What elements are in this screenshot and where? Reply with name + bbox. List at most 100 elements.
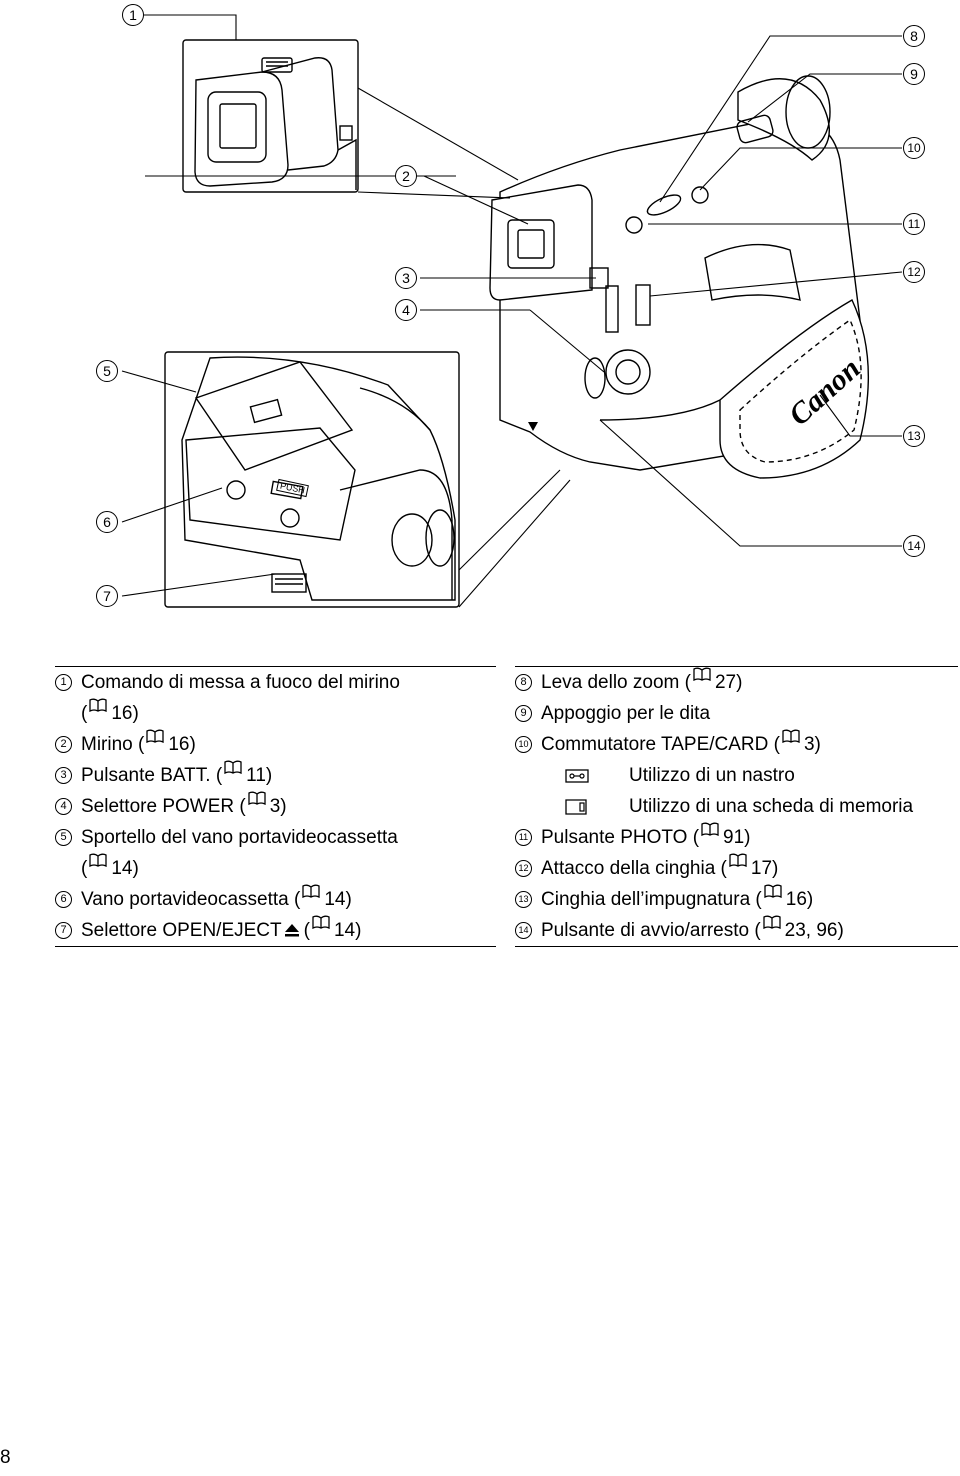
callout-13: 13: [903, 425, 925, 447]
legend-item-12: 12 Attacco della cinghia ( 17): [515, 853, 958, 884]
callout-8: 8: [903, 25, 925, 47]
legend-left: 1 Comando di messa a fuoco del mirino ( …: [55, 666, 496, 947]
legend-text: (: [81, 703, 88, 724]
legend-text: Vano portavideocassetta (: [81, 889, 301, 910]
callout-10: 10: [903, 137, 925, 159]
legend-number: 10: [515, 736, 532, 753]
legend-text: Appoggio per le dita: [541, 703, 711, 724]
legend-text: Pulsante di avvio/arresto (: [541, 920, 761, 941]
legend-text: 11): [246, 765, 273, 786]
viewfinder-drawing: [194, 57, 357, 190]
legend-item-1: 1 Comando di messa a fuoco del mirino: [55, 667, 496, 698]
leader-lines: [121, 14, 903, 608]
legend-right: 8 Leva dello zoom ( 27) 9 Appoggio per l…: [515, 666, 958, 947]
legend-number: 11: [515, 829, 532, 846]
legend-item-2: 2 Mirino ( 16): [55, 729, 496, 760]
legend-text: (: [303, 920, 310, 941]
legend-number: 6: [55, 891, 72, 908]
callout-3: 3: [395, 267, 417, 289]
book-icon: [312, 915, 330, 929]
legend-number: 7: [55, 922, 72, 939]
legend-text: Leva dello zoom (: [541, 672, 691, 693]
legend-item-9: 9 Appoggio per le dita: [515, 698, 958, 729]
legend-text: 14): [111, 858, 139, 879]
legend-item-10-tape: Utilizzo di un nastro: [515, 760, 958, 791]
book-icon: [146, 729, 164, 743]
viewfinder-inset-frame: [182, 39, 359, 193]
legend-left-bottom-rule: [55, 946, 496, 947]
legend-item-10: 10 Commutatore TAPE/CARD ( 3): [515, 729, 958, 760]
card-icon: [565, 798, 587, 815]
legend-text: 14): [324, 889, 352, 910]
legend-item-8: 8 Leva dello zoom ( 27): [515, 667, 958, 698]
book-icon: [302, 884, 320, 898]
book-icon: [248, 791, 266, 805]
cassette-inset-frame: [164, 351, 460, 608]
legend-number: 1: [55, 674, 72, 691]
camcorder-figure: Canon: [121, 14, 903, 608]
callout-12: 12: [903, 261, 925, 283]
legend-number: 5: [55, 829, 72, 846]
legend-item-1-cont: ( 16): [55, 698, 496, 729]
legend-text: 3): [269, 796, 287, 817]
book-icon: [693, 667, 711, 681]
legend-text: Commutatore TAPE/CARD (: [541, 734, 780, 755]
eject-icon: [284, 924, 299, 937]
legend-text: 16): [111, 703, 139, 724]
legend-number: 3: [55, 767, 72, 784]
callout-9: 9: [903, 63, 925, 85]
legend-item-5-cont: ( 14): [55, 853, 496, 884]
legend-number: 8: [515, 674, 532, 691]
callout-6: 6: [96, 511, 118, 533]
legend-text: 27): [714, 672, 743, 693]
legend-item-4: 4 Selettore POWER ( 3): [55, 791, 496, 822]
legend-text: 23, 96): [784, 920, 844, 941]
book-icon: [764, 884, 782, 898]
legend-text: Utilizzo di un nastro: [629, 765, 795, 786]
legend-number: 4: [55, 798, 72, 815]
legend-number: 13: [515, 891, 532, 908]
legend-text: Pulsante PHOTO (: [541, 827, 700, 848]
legend-text: Selettore OPEN/EJECT: [81, 920, 282, 941]
book-icon: [89, 698, 107, 712]
legend-number: 2: [55, 736, 72, 753]
legend-text: Selettore POWER (: [81, 796, 246, 817]
legend-item-7: 7 Selettore OPEN/EJECT ( 14): [55, 915, 496, 946]
callout-1: 1: [122, 4, 144, 26]
cassette-compartment-drawing: [181, 356, 456, 601]
legend-text: 14): [333, 920, 362, 941]
legend-text: Cinghia dell’impugnatura (: [541, 889, 762, 910]
callout-11: 11: [903, 213, 925, 235]
legend-number: 12: [515, 860, 532, 877]
legend-text: Sportello del vano portavideocassetta: [81, 827, 398, 848]
tape-icon: [565, 768, 589, 783]
book-icon: [782, 729, 800, 743]
book-icon: [89, 853, 107, 867]
legend-text: Attacco della cinghia (: [541, 858, 727, 879]
legend-text: (: [81, 858, 88, 879]
legend-left-top-rule: [55, 666, 496, 667]
book-icon: [763, 915, 781, 929]
callout-14: 14: [903, 535, 925, 557]
legend-text: 3): [803, 734, 821, 755]
legend-text: 17): [750, 858, 779, 879]
legend-item-13: 13 Cinghia dell’impugnatura ( 16): [515, 884, 958, 915]
book-icon: [729, 853, 747, 867]
legend-text: Mirino (: [81, 734, 145, 755]
legend-text: 16): [168, 734, 196, 755]
legend-item-11: 11 Pulsante PHOTO ( 91): [515, 822, 958, 853]
page-number: 8: [0, 1447, 11, 1468]
legend-item-6: 6 Vano portavideocassetta ( 14): [55, 884, 496, 915]
legend-text: Comando di messa a fuoco del mirino: [81, 672, 400, 693]
book-icon: [224, 760, 242, 774]
callout-5: 5: [96, 360, 118, 382]
camcorder-body-drawing: Canon: [489, 75, 869, 479]
legend-item-14: 14 Pulsante di avvio/arresto ( 23, 96): [515, 915, 958, 946]
book-icon: [701, 822, 719, 836]
legend-item-3: 3 Pulsante BATT. ( 11): [55, 760, 496, 791]
legend-text: 16): [785, 889, 814, 910]
legend-number: 14: [515, 922, 532, 939]
legend-text: Pulsante BATT. (: [81, 765, 223, 786]
callout-4: 4: [395, 299, 417, 321]
legend-right-bottom-rule: [515, 946, 958, 947]
